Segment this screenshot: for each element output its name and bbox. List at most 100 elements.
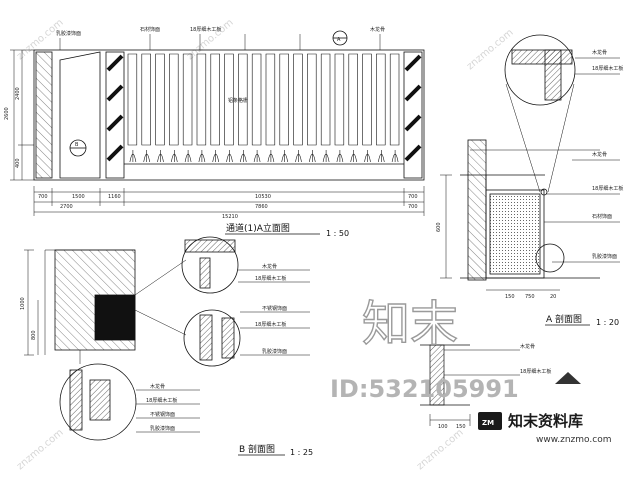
grille-ornament: [364, 150, 371, 163]
grille-slat: [210, 53, 220, 146]
grille-ornament: [198, 150, 206, 163]
elevation-scale: 1 : 50: [326, 229, 349, 238]
section-a-note-4: 乳胶漆饰面: [592, 253, 617, 260]
section-b-note-4: 18厚细木工板: [255, 321, 286, 328]
section-a-bottom-detail: [420, 344, 520, 426]
grille-slat: [389, 53, 400, 146]
section-b-detail-circle-2: [183, 309, 241, 367]
grille-ornament: [143, 150, 150, 163]
left-column: [35, 51, 53, 179]
dim-left-3: 400: [15, 158, 21, 168]
elevation-view: [33, 30, 425, 181]
section-b-notes: 木龙骨 18厚细木工板 不锈钢饰面 18厚细木工板 乳胶漆饰面 木龙骨 18厚细…: [146, 263, 287, 432]
watermark-brand: 知末: [362, 296, 458, 352]
grille-slat: [320, 53, 331, 146]
watermark-id: ID:532105991: [330, 375, 519, 403]
grille-slat: [169, 53, 179, 146]
grille-ornament: [295, 150, 302, 163]
grille-slat: [279, 53, 289, 146]
elevation-title: 通道(1)A立面图: [226, 222, 290, 234]
logo-url-text: www.znzmo.com: [536, 435, 611, 445]
grille-ornament: [378, 150, 385, 163]
dim-b1-1: 1500: [72, 194, 85, 200]
slat-grid: [127, 53, 400, 163]
grille-ornament: [240, 150, 247, 163]
section-b-note-5: 乳胶漆饰面: [262, 348, 287, 355]
grille-ornament: [171, 150, 178, 163]
section-a-note-2: 18厚细木工板: [592, 185, 623, 192]
note-top-1: 乳胶漆饰面: [56, 30, 81, 37]
section-b-scale: 1 : 25: [290, 448, 313, 457]
grille-slat: [224, 53, 234, 146]
grille-ornament: [212, 150, 219, 163]
section-a-view: [440, 34, 620, 291]
grille-slat: [127, 53, 138, 146]
section-b-note-6: 木龙骨: [150, 383, 165, 390]
grille-ornament: [391, 150, 399, 163]
grille-slat: [293, 53, 303, 146]
section-b-note-7: 18厚细木工板: [146, 397, 177, 404]
grille-ornament: [129, 150, 137, 163]
section-b-note-3: 不锈钢饰面: [262, 305, 287, 312]
grille-ornament: [322, 150, 330, 163]
section-b-detail-circle-1: [181, 236, 239, 294]
section-a-detail-circle: [504, 34, 576, 106]
section-b-block: [94, 294, 136, 341]
dim-b1-2: 1160: [108, 194, 121, 200]
grille-slat: [251, 53, 262, 146]
grille-ornament: [309, 150, 316, 163]
panel-label: 铝条格栅: [228, 97, 248, 104]
stripe-column-right: [403, 51, 423, 179]
elevation-outline: [33, 49, 425, 181]
grille-ornament: [336, 150, 344, 163]
dim-b1-4: 700: [408, 194, 418, 200]
grille-ornament: [253, 150, 261, 163]
grille-slat: [348, 53, 358, 146]
grille-ornament: [267, 150, 275, 163]
section-a-dim-b-1: 750: [525, 294, 535, 300]
watermark-diag-4: znzmo.com: [15, 427, 66, 472]
elevation-bottom-dims: [33, 186, 425, 216]
grille-slat: [141, 53, 151, 146]
section-a-note-6: 18厚细木工板: [592, 65, 623, 72]
section-b-detail-circle-3: [59, 363, 137, 441]
section-a-note-1: 木龙骨: [592, 151, 607, 158]
brand-logo: ZM 知末资料库 www.znzmo.com: [478, 372, 611, 445]
section-b-note-1: 木龙骨: [262, 263, 277, 270]
bottom-detail-note-2: 18厚细木工板: [520, 368, 551, 375]
note-top-4: 木龙骨: [370, 26, 385, 33]
section-b-note-9: 乳胶漆饰面: [150, 425, 175, 432]
watermark-diag-3: znzmo.com: [465, 27, 516, 72]
grille-ornament: [281, 150, 288, 163]
grille-slat: [196, 53, 207, 146]
note-top-2: 石材饰面: [140, 26, 160, 33]
section-a-scale: 1 : 20: [596, 318, 619, 327]
stripe-column-left: [105, 51, 125, 179]
grille-ornament: [226, 150, 233, 163]
section-a-wall: [467, 139, 487, 281]
section-b-title: B 剖面图: [239, 443, 275, 455]
grille-slat: [376, 53, 386, 146]
elevation-top-notes: 乳胶漆饰面 石材饰面 18厚细木工板 木龙骨 铝条格栅: [56, 26, 385, 104]
bottom-detail-dim-1: 100: [438, 424, 448, 430]
grille-slat: [307, 53, 317, 146]
section-b-note-2: 18厚细木工板: [255, 275, 286, 282]
section-a-dim-b-0: 150: [505, 294, 515, 300]
dim-b2-1: 7860: [255, 204, 268, 210]
bottom-detail-note-1: 木龙骨: [520, 343, 535, 350]
note-top-3: 18厚细木工板: [190, 26, 221, 33]
logo-badge: [478, 412, 502, 430]
dim-left-2: 2400: [15, 87, 21, 100]
grille-ornament: [184, 150, 192, 163]
dim-left-1: 2600: [4, 107, 10, 120]
section-marker-a-text: A: [337, 37, 341, 43]
grille-ornament: [350, 150, 357, 163]
watermark-diag-5: znzmo.com: [415, 427, 466, 472]
section-a-dim-left-0: 600: [436, 222, 442, 232]
section-marker-b-text: B: [75, 142, 79, 148]
watermark-diag-2: znzmo.com: [185, 17, 236, 62]
section-b-dim-left-0: 1000: [20, 297, 26, 310]
dim-b2-2: 700: [408, 204, 418, 210]
section-a-notes: 木龙骨 18厚细木工板 石材饰面 乳胶漆饰面 木龙骨 18厚细木工板: [592, 49, 623, 260]
